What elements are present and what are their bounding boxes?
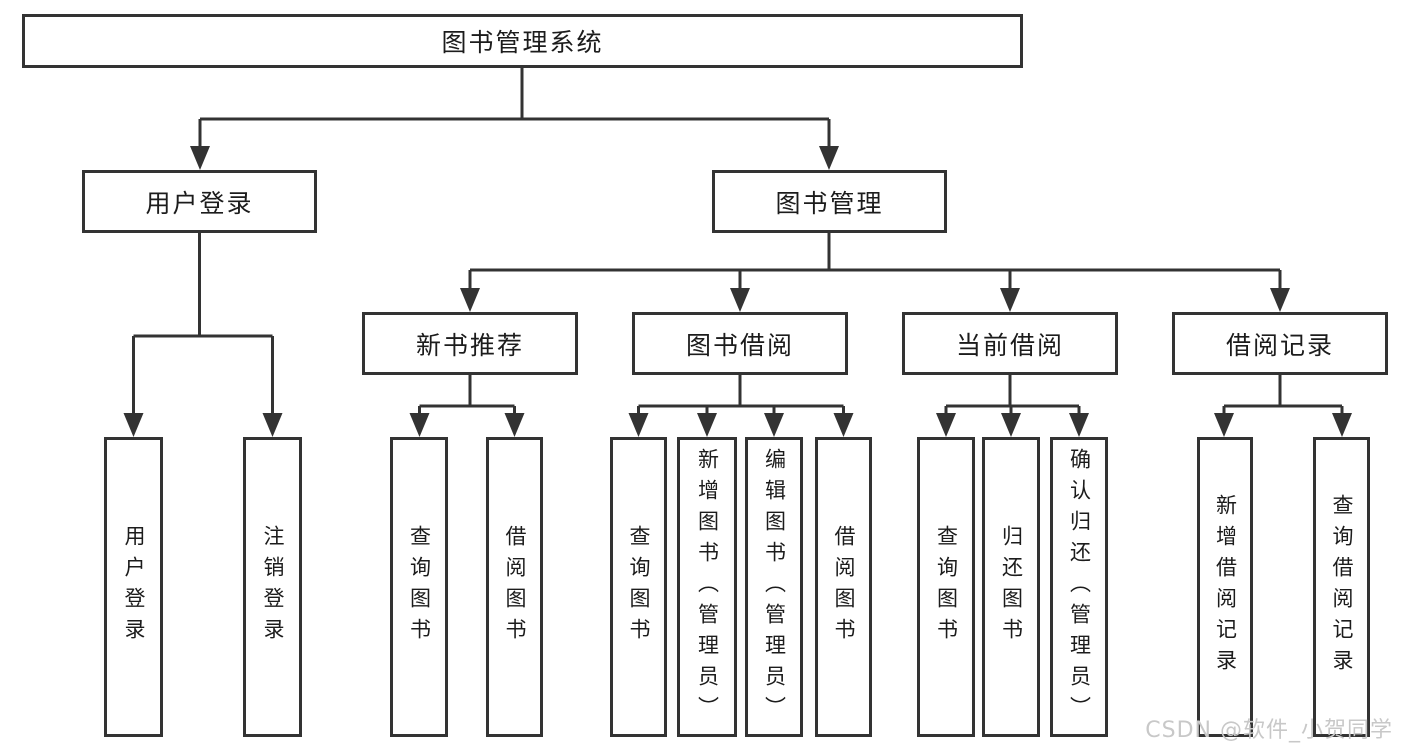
arrowheads: [123, 146, 1352, 437]
arrowhead: [764, 413, 784, 437]
arrowhead: [1270, 288, 1290, 312]
arrowhead: [628, 413, 649, 437]
arrowhead: [730, 288, 750, 312]
leaf-label: 新增图书（管理员）: [695, 447, 720, 727]
leaf-borrow-books: 借阅图书: [815, 437, 872, 737]
arrowhead: [1000, 288, 1020, 312]
arrowhead: [697, 413, 717, 437]
node-root: 图书管理系统: [22, 14, 1023, 68]
leaf-user-login: 用户登录: [104, 437, 163, 737]
leaf-label: 编辑图书（管理员）: [762, 447, 787, 727]
leaf-logout: 注销登录: [243, 437, 302, 737]
leaf-label: 查询图书: [934, 525, 959, 649]
node-label: 用户登录: [145, 188, 254, 218]
arrowhead: [504, 413, 525, 437]
leaf-return-books: 归还图书: [982, 437, 1040, 737]
node-label: 图书管理系统: [441, 28, 604, 57]
node-label: 图书借阅: [685, 330, 794, 360]
arrowhead: [1069, 413, 1089, 437]
leaf-confirm-return-admin: 确认归还（管理员）: [1050, 437, 1108, 737]
leaf-add-book-admin: 新增图书（管理员）: [677, 437, 737, 737]
arrowhead: [833, 413, 854, 437]
connector-spines: [133, 68, 1342, 408]
leaf-add-borrow-record: 新增借阅记录: [1197, 437, 1253, 737]
leaf-label: 归还图书: [999, 525, 1024, 649]
leaf-edit-book-admin: 编辑图书（管理员）: [745, 437, 803, 737]
leaf-label: 查询图书: [627, 525, 651, 649]
node-book-borrow: 图书借阅: [632, 312, 848, 375]
leaf-label: 用户登录: [122, 525, 146, 649]
arrowhead: [936, 413, 956, 437]
leaf-label: 借阅图书: [832, 525, 856, 649]
arrowhead: [1332, 413, 1352, 437]
leaf-borrow-books: 借阅图书: [486, 437, 543, 737]
arrowhead: [1001, 413, 1021, 437]
node-label: 图书管理: [775, 188, 884, 218]
arrowhead: [123, 413, 144, 437]
arrowhead: [819, 146, 839, 170]
node-user-login: 用户登录: [82, 170, 317, 233]
leaf-label: 查询图书: [407, 525, 432, 649]
node-book-management: 图书管理: [712, 170, 947, 233]
arrowhead: [409, 413, 430, 437]
leaf-label: 借阅图书: [503, 525, 527, 649]
node-current-borrow: 当前借阅: [902, 312, 1118, 375]
node-label: 当前借阅: [955, 330, 1064, 360]
node-label: 借阅记录: [1225, 330, 1334, 360]
connector-arrow-stems: [132, 119, 1344, 433]
leaf-label: 注销登录: [261, 525, 285, 649]
arrowhead: [1214, 413, 1234, 437]
watermark: CSDN @软件_小贺同学: [1145, 718, 1393, 743]
leaf-query-borrow-record: 查询借阅记录: [1313, 437, 1370, 737]
node-borrow-records: 借阅记录: [1172, 312, 1388, 375]
arrowhead: [190, 146, 210, 170]
leaf-query-books: 查询图书: [610, 437, 667, 737]
arrowhead: [460, 288, 480, 312]
leaf-label: 确认归还（管理员）: [1067, 447, 1092, 727]
leaf-query-books: 查询图书: [917, 437, 975, 737]
node-label: 新书推荐: [415, 330, 524, 360]
leaf-label: 新增借阅记录: [1213, 494, 1238, 680]
leaf-label: 查询借阅记录: [1330, 494, 1354, 680]
leaf-query-books: 查询图书: [390, 437, 448, 737]
node-new-book-recommend: 新书推荐: [362, 312, 578, 375]
arrowhead: [262, 413, 283, 437]
